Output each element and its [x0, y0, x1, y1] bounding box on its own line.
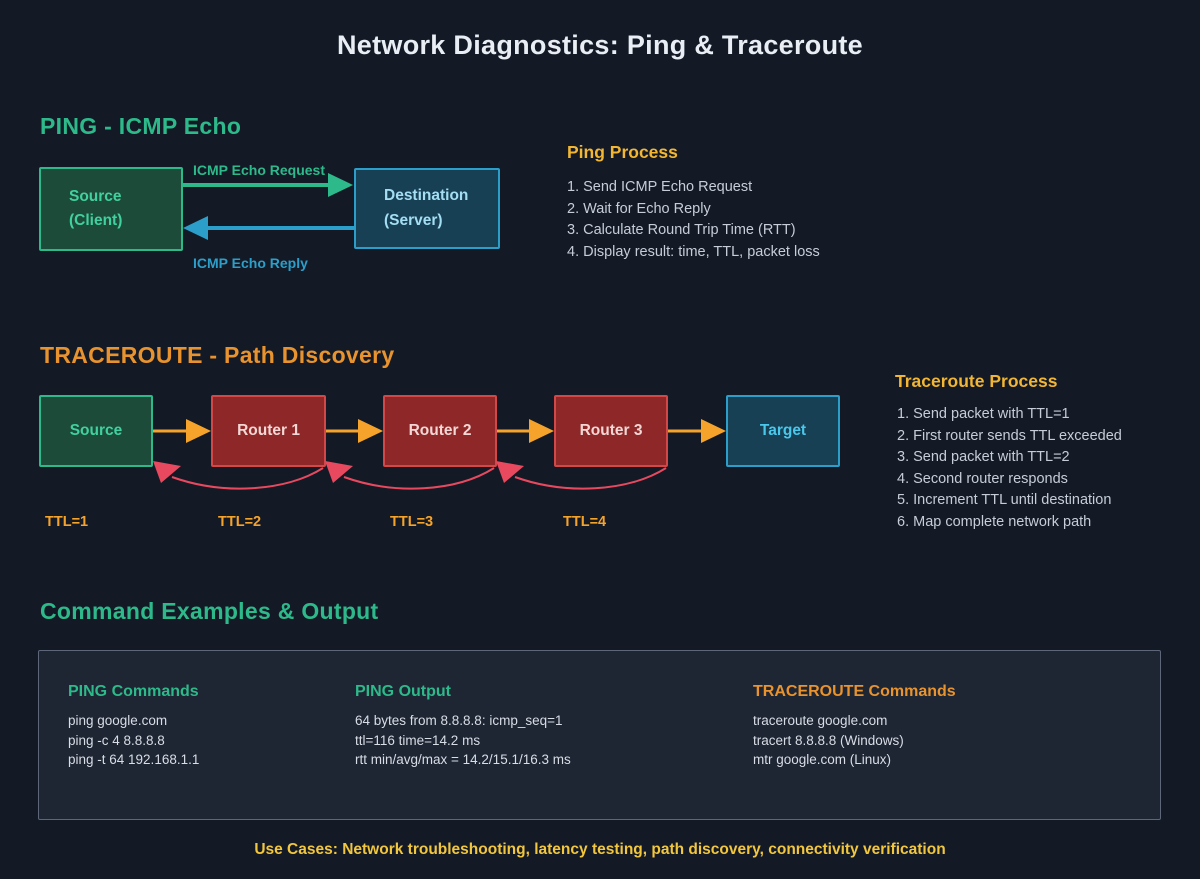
ping-commands-lines: ping google.com ping -c 4 8.8.8.8 ping -…: [68, 711, 199, 770]
icmp-echo-reply-arrow: [183, 216, 354, 240]
command-line: tracert 8.8.8.8 (Windows): [753, 732, 904, 748]
ttl-label-3: TTL=3: [390, 514, 434, 530]
traceroute-process-list: 1. Send packet with TTL=1 2. First route…: [897, 404, 1122, 533]
traceroute-forward-arrow-1: [153, 419, 211, 443]
commands-section-heading: Command Examples & Output: [40, 598, 379, 624]
node-label: Source: [69, 421, 123, 439]
ttl-label-4: TTL=4: [563, 514, 607, 530]
command-examples-panel: [38, 650, 1161, 820]
node-label: Router 3: [579, 421, 643, 439]
ping-output-lines: 64 bytes from 8.8.8.8: icmp_seq=1 ttl=11…: [355, 711, 571, 770]
traceroute-node-router2: Router 2: [383, 395, 497, 467]
node-label: Router 1: [237, 421, 300, 439]
command-line: traceroute google.com: [753, 713, 888, 728]
ping-process-step: 2. Wait for Echo Reply: [567, 200, 711, 217]
traceroute-commands-heading: TRACEROUTE Commands: [753, 683, 956, 700]
use-cases-footer: Use Cases: Network troubleshooting, late…: [254, 841, 946, 858]
ping-source-label-line1: Source: [69, 187, 122, 205]
traceroute-node-target: Target: [726, 395, 840, 467]
ping-section-heading: PING - ICMP Echo: [40, 113, 242, 139]
traceroute-process-step: 2. First router sends TTL exceeded: [897, 427, 1122, 444]
traceroute-forward-arrow-3: [497, 419, 554, 443]
traceroute-node-source: Source: [39, 395, 153, 467]
traceroute-node-router1: Router 1: [211, 395, 326, 467]
ping-source-box: Source (Client): [39, 167, 183, 251]
ping-commands-heading: PING Commands: [68, 683, 199, 700]
ping-process-step: 1. Send ICMP Echo Request: [567, 179, 753, 195]
ping-process-step: 3. Calculate Round Trip Time (RTT): [567, 222, 796, 238]
traceroute-forward-arrow-4: [668, 419, 726, 443]
traceroute-process-heading: Traceroute Process: [895, 371, 1058, 391]
ping-destination-box: Destination (Server): [354, 168, 500, 249]
traceroute-section-heading: TRACEROUTE - Path Discovery: [40, 342, 395, 368]
traceroute-process-step: 3. Send packet with TTL=2: [897, 449, 1070, 465]
traceroute-process-step: 1. Send packet with TTL=1: [897, 406, 1070, 422]
icmp-echo-request-label: ICMP Echo Request: [193, 162, 325, 178]
icmp-echo-reply-label: ICMP Echo Reply: [193, 255, 308, 271]
ping-process-heading: Ping Process: [567, 142, 678, 162]
ping-process-step: 4. Display result: time, TTL, packet los…: [567, 243, 820, 260]
page-title: Network Diagnostics: Ping & Traceroute: [336, 30, 863, 60]
ping-output-heading: PING Output: [355, 683, 451, 700]
traceroute-commands-lines: traceroute google.com tracert 8.8.8.8 (W…: [753, 711, 904, 770]
traceroute-process-step: 6. Map complete network path: [897, 513, 1092, 530]
command-line: mtr google.com (Linux): [753, 752, 892, 767]
node-label: Router 2: [408, 421, 472, 439]
traceroute-process-step: 5. Increment TTL until destination: [897, 492, 1112, 508]
ping-source-label-line2: (Client): [69, 212, 123, 229]
ping-process-list: 1. Send ICMP Echo Request 2. Wait for Ec…: [567, 177, 820, 263]
output-line: ttl=116 time=14.2 ms: [355, 732, 481, 748]
ttl-label-2: TTL=2: [218, 514, 262, 530]
ping-destination-label-line2: (Server): [384, 211, 443, 229]
traceroute-process-step: 4. Second router responds: [897, 470, 1068, 487]
command-line: ping -c 4 8.8.8.8: [68, 732, 165, 748]
traceroute-forward-arrow-2: [326, 419, 383, 443]
node-label: Target: [759, 421, 807, 439]
output-line: rtt min/avg/max = 14.2/15.1/16.3 ms: [355, 752, 571, 767]
command-line: ping -t 64 192.168.1.1: [68, 752, 200, 767]
output-line: 64 bytes from 8.8.8.8: icmp_seq=1: [355, 713, 563, 728]
traceroute-node-router3: Router 3: [554, 395, 668, 467]
ttl-label-1: TTL=1: [45, 514, 89, 530]
command-line: ping google.com: [68, 713, 168, 728]
ping-destination-label-line1: Destination: [384, 187, 469, 205]
